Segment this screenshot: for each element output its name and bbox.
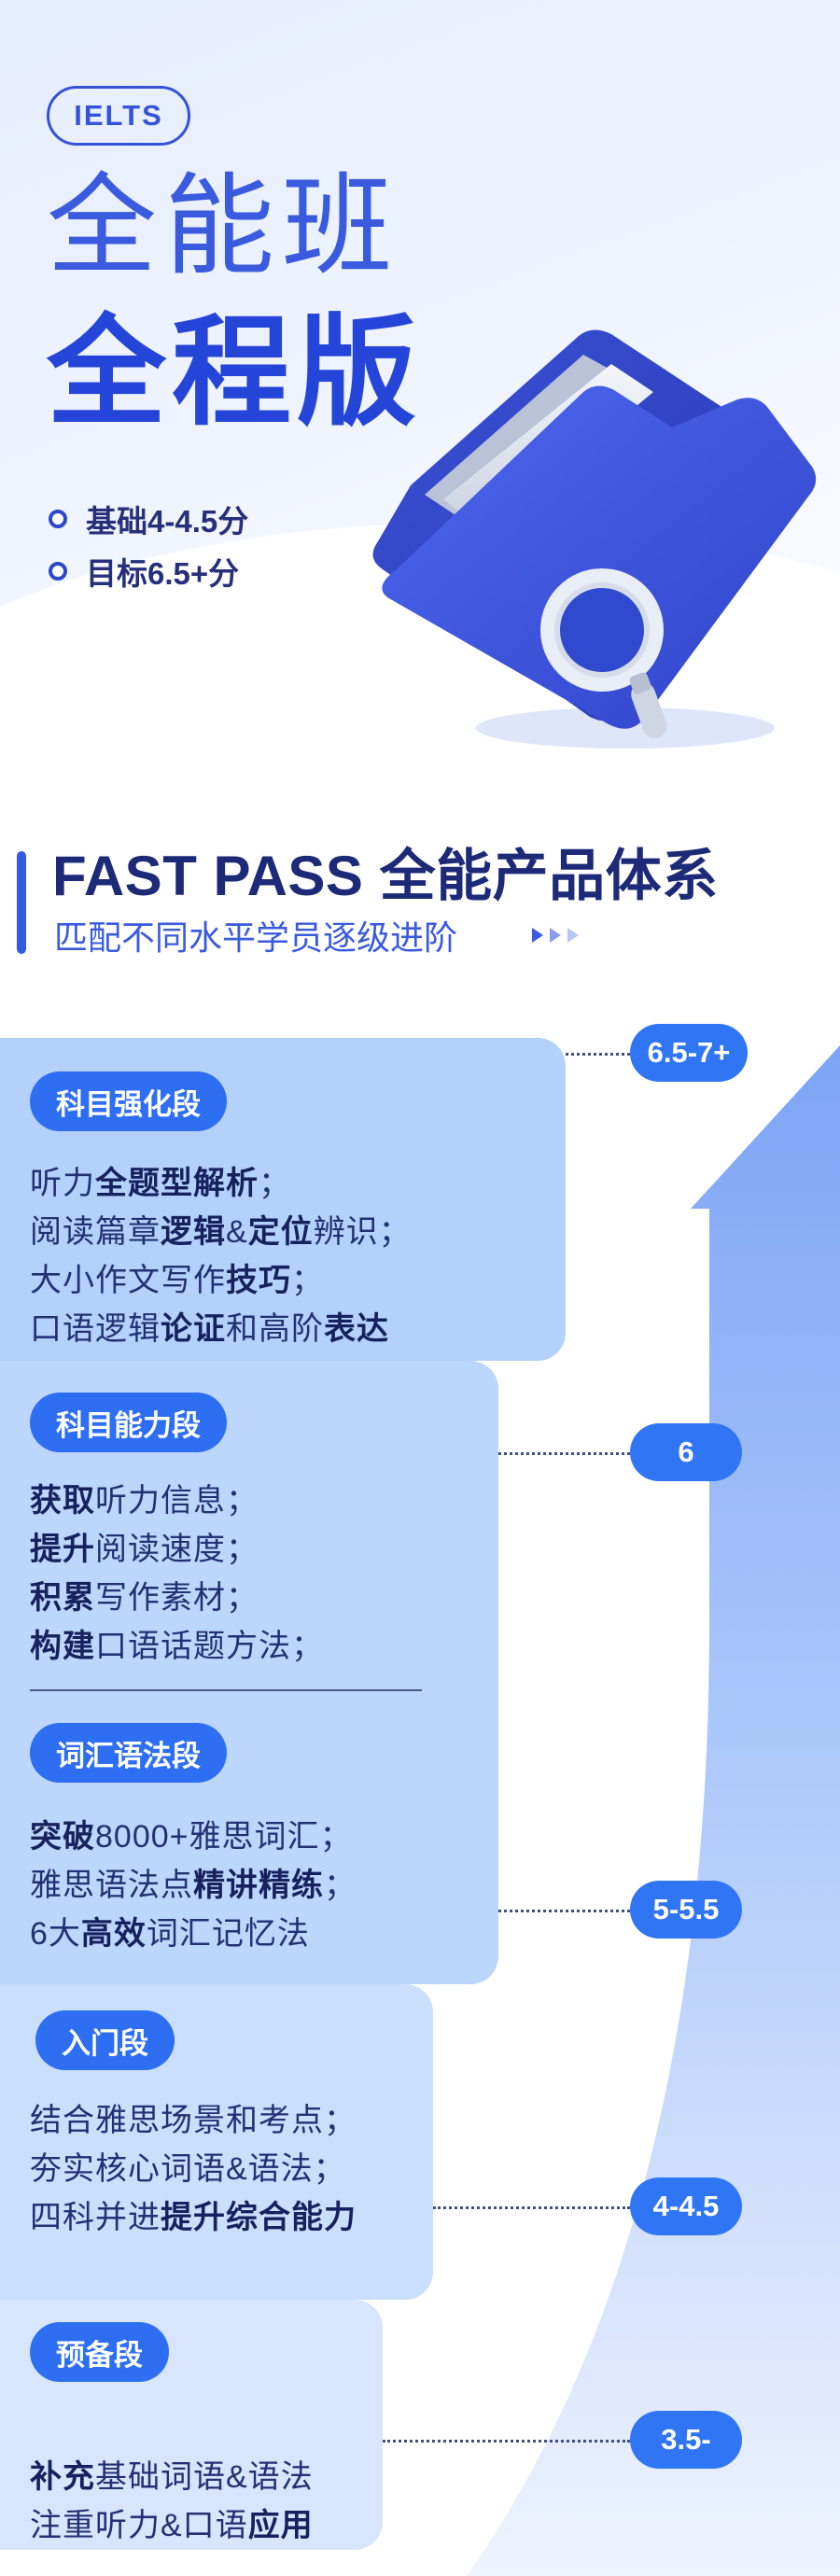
stage-line-emphasis: 应用 [247,2508,314,2543]
stage-tag: 科目能力段 [30,1393,227,1452]
level-connector [433,2206,630,2209]
stage-line-text: 和高阶 [226,1311,324,1347]
stage-line-text: & [226,1214,248,1250]
stage-line-text: 阅读速度； [95,1532,259,1567]
title-line-2: 全程版 [47,306,423,440]
hero-bullet-text: 基础4-4.5分 [86,504,249,539]
stage-line: 结合雅思场景和考点； [30,2096,357,2145]
level-pill: 6 [630,1423,742,1481]
section-accent-bar [17,851,26,954]
stage-line: 注重听力&口语应用 [30,2501,314,2550]
level-pill: 3.5- [630,2411,742,2469]
stage-line: 听力全题型解析； [30,1159,412,1208]
stage-line-emphasis: 表达 [324,1311,389,1347]
stage-line-text: 阅读篇章 [30,1214,161,1250]
stage-line: 夯实核心词语&语法； [30,2145,357,2193]
stage-tag: 词汇语法段 [30,1723,227,1783]
stage-lines: 获取听力信息；提升阅读速度；积累写作素材；构建口语话题方法； [30,1477,324,1671]
stage-card-beginner: 入门段 结合雅思场景和考点； 夯实核心词语&语法； 四科并进提升综合能力 [0,1984,433,2300]
stage-line-text: 口语逻辑 [30,1311,161,1347]
stage-line-emphasis: 提升综合能力 [161,2200,357,2235]
level-pill: 5-5.5 [630,1881,742,1939]
stage-line-text: 基础词语&语法 [95,2459,314,2495]
stage-line-emphasis: 论证 [161,1311,226,1347]
hero-bullet: 目标6.5+分 [49,549,239,594]
stage-line: 构建口语话题方法； [30,1622,324,1671]
stage-line-text: ； [259,1166,291,1201]
stage-tag: 入门段 [35,2010,175,2070]
divider [30,1689,422,1691]
stage-line-emphasis: 定位 [247,1214,314,1250]
stage-line: 积累写作素材； [30,1574,324,1622]
stage-line-text: 辨识； [313,1214,412,1250]
stage-tag: 科目强化段 [30,1071,227,1131]
stage-card-reinforcement: 科目强化段 听力全题型解析；阅读篇章逻辑&定位辨识；大小作文写作技巧；口语逻辑论… [0,1038,566,1361]
stage-line: 雅思语法点精讲精练； [30,1861,357,1910]
stage-line-text: 大小作文写作 [30,1263,226,1298]
stage-line-text: 四科并进 [30,2200,161,2235]
stage-line: 获取听力信息； [30,1477,324,1525]
title-line-1: 全能班 [47,165,400,288]
stage-line-emphasis: 积累 [30,1580,95,1616]
stage-line-emphasis: 突破 [30,1819,95,1855]
stage-line-text: 夯实核心词语&语法； [30,2151,346,2187]
stage-line-text: 结合雅思场景和考点； [30,2103,357,2138]
level-connector [498,1910,630,1912]
bullet-ring-icon [49,510,67,528]
stage-line: 突破8000+雅思词汇； [30,1813,357,1861]
stage-lines: 结合雅思场景和考点； 夯实核心词语&语法； 四科并进提升综合能力 [30,2096,357,2242]
level-connector [566,1053,630,1056]
level-connector [498,1452,630,1455]
stage-line: 口语逻辑论证和高阶表达 [30,1305,412,1353]
stage-lines: 突破8000+雅思词汇；雅思语法点精讲精练；6大高效词汇记忆法 [30,1813,357,1958]
stage-line-text: 雅思语法点 [30,1868,193,1903]
stage-line-text: 听力信息； [95,1483,259,1519]
stage-line-text: 听力 [30,1166,95,1201]
hero-bullet-text: 目标6.5+分 [86,556,240,591]
stage-line: 大小作文写作技巧； [30,1256,412,1305]
stage-line: 四科并进提升综合能力 [30,2193,357,2242]
bullet-ring-icon [49,562,67,581]
stage-card-preparatory: 预备段 补充基础词语&语法注重听力&口语应用 [0,2300,383,2550]
stage-line: 6大高效词汇记忆法 [30,1910,357,1958]
folder-search-illustration [372,329,817,749]
stage-line: 补充基础词语&语法 [30,2453,314,2501]
stage-line: 阅读篇章逻辑&定位辨识； [30,1208,412,1256]
stage-line-emphasis: 精讲精练 [193,1868,324,1903]
stage-line-emphasis: 补充 [30,2459,95,2495]
stage-line-emphasis: 技巧 [226,1263,291,1298]
stage-line-text: ； [324,1868,357,1903]
stage-card-ability-vocab: 科目能力段 获取听力信息；提升阅读速度；积累写作素材；构建口语话题方法； 词汇语… [0,1361,498,1984]
stage-line: 提升阅读速度； [30,1525,324,1574]
stage-line-text: 口语话题方法； [95,1629,324,1664]
level-pill: 4-4.5 [630,2177,742,2235]
stage-line-emphasis: 全题型解析 [95,1166,259,1201]
hero-bullet: 基础4-4.5分 [49,497,248,541]
stage-line-emphasis: 提升 [30,1532,95,1567]
triple-arrow-icon [532,928,585,943]
ielts-badge: IELTS [47,86,190,146]
section-title: FAST PASS 全能产品体系 [52,845,719,907]
stage-line-emphasis: 高效 [80,1916,147,1952]
progress-arrow-graphic [467,1045,840,2576]
stage-line-text: 写作素材； [95,1580,259,1616]
stage-line-emphasis: 获取 [30,1483,95,1519]
level-connector [383,2440,630,2443]
stage-line-emphasis: 构建 [30,1629,95,1664]
section-subtitle: 匹配不同水平学员逐级进阶 [54,918,458,957]
level-pill: 6.5-7+ [630,1024,748,1082]
stage-line-text: 词汇记忆法 [146,1916,310,1952]
stage-line-text: 6大 [30,1916,81,1952]
stage-lines: 听力全题型解析；阅读篇章逻辑&定位辨识；大小作文写作技巧；口语逻辑论证和高阶表达 [30,1159,412,1353]
stage-line-text: 注重听力&口语 [30,2508,248,2543]
stage-line-emphasis: 逻辑 [161,1214,226,1250]
stage-lines: 补充基础词语&语法注重听力&口语应用 [30,2453,314,2550]
stage-tag: 预备段 [30,2322,169,2382]
stage-line-text: ； [291,1263,324,1298]
stage-line-text: 8000+雅思词汇； [95,1819,353,1855]
